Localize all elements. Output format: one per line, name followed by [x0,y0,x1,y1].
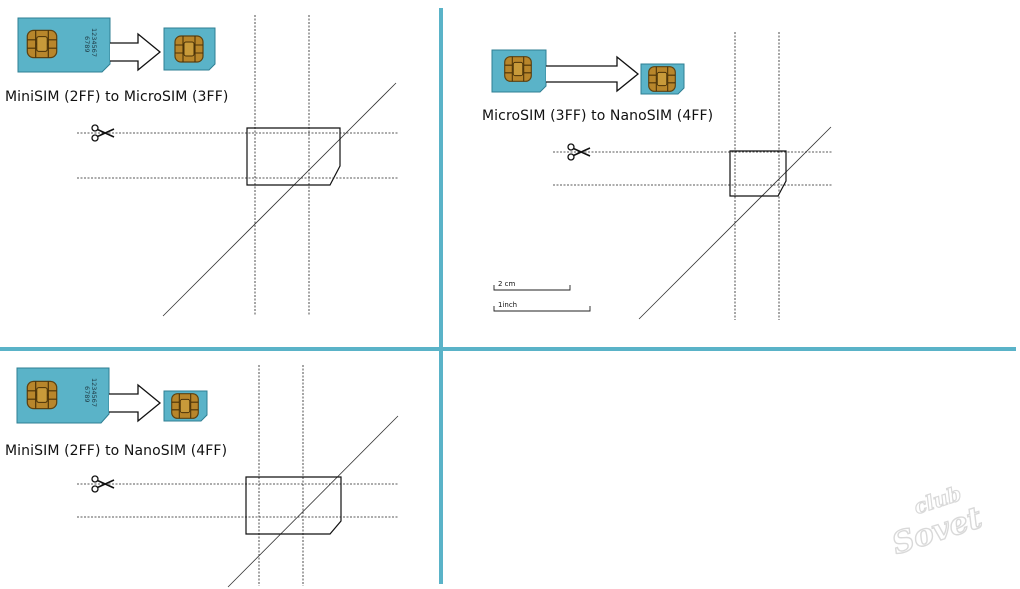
microsim-card [491,49,547,93]
arrow-right-icon [546,55,640,93]
scale-label-inch: 1inch [498,301,518,309]
diagonal-guide [227,415,399,588]
sim-outline [729,150,787,197]
card-serial-text: 1234567 [90,378,98,407]
scale-label-cm: 2 cm [498,280,516,288]
scale-bar-inch [493,306,591,312]
card-serial-text-2: 6789 [83,36,91,53]
watermark-logo: club Sovet [887,481,987,560]
card-serial-text: 1234567 [90,28,98,57]
minisim-card: 1234567 6789 [16,367,110,424]
scale-bar-cm [493,285,571,291]
sim-outline [245,476,342,535]
nanosim-card [163,390,208,422]
nanosim-card [640,63,685,95]
panel-title-mini-to-nano: MiniSIM (2FF) to NanoSIM (4FF) [5,443,228,459]
arrow-right-icon [109,383,162,423]
microsim-card [163,27,216,71]
panel-mini-to-micro: 1234567 6789 [17,15,398,317]
card-serial-text-2: 6789 [83,386,91,403]
diagonal-guide [162,82,397,317]
panel-mini-to-nano: 1234567 6789 [16,365,399,588]
panel-micro-to-nano [491,32,833,320]
panel-title-micro-to-nano: MicroSIM (3FF) to NanoSIM (4FF) [482,108,714,124]
arrow-right-icon [110,32,162,72]
minisim-card: 1234567 6789 [17,17,111,73]
panel-title-mini-to-micro: MiniSIM (2FF) to MicroSIM (3FF) [5,89,229,105]
sim-outline [246,127,341,186]
diagonal-guide [638,126,832,320]
